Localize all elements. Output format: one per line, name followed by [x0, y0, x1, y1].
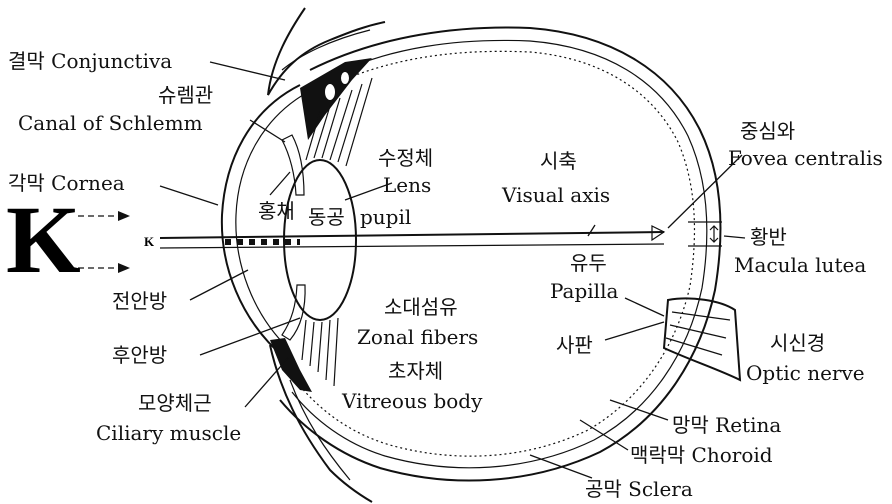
label-lens-en: Lens [383, 173, 431, 197]
labels: 결막 Conjunctiva 슈렘관 Canal of Schlemm 각막 C… [8, 49, 883, 501]
optical-axis-line [160, 244, 664, 248]
small-k-letter: K [144, 234, 155, 249]
label-macula-ko: 황반 [750, 225, 787, 249]
label-macula-en: Macula lutea [734, 253, 866, 277]
label-fovea-ko: 중심와 [740, 119, 795, 143]
big-k-letter: K [6, 186, 81, 293]
label-cornea: 각막 Cornea [8, 171, 125, 195]
label-zonal-ko: 소대섬유 [384, 295, 458, 319]
label-ciliary-ko: 모양체근 [138, 391, 212, 415]
label-fovea-en: Fovea centralis [728, 146, 883, 170]
leader-lines [160, 62, 745, 478]
label-sclera: 공막 Sclera [585, 477, 693, 501]
label-visual-axis-ko: 시축 [540, 149, 577, 173]
optic-nerve-inner [666, 312, 730, 355]
label-iris: 홍채 [258, 199, 295, 223]
label-ciliary-en: Ciliary muscle [96, 421, 241, 445]
label-schlemm-ko: 슈렘관 [158, 83, 213, 107]
lower-eyelid-inner [290, 380, 350, 480]
label-posterior-chamber: 후안방 [112, 343, 167, 367]
label-choroid: 맥락막 Choroid [630, 443, 773, 467]
label-pupil-ko: 동공 [308, 205, 345, 229]
label-retina: 망막 Retina [672, 413, 781, 437]
label-vitreous-en: Vitreous body [341, 389, 483, 413]
label-schlemm-en: Canal of Schlemm [18, 111, 203, 135]
label-lamina: 사판 [556, 333, 593, 357]
label-vitreous-ko: 초자체 [388, 359, 443, 383]
label-zonal-en: Zonal fibers [357, 325, 478, 349]
label-conjunctiva: 결막 Conjunctiva [8, 49, 172, 73]
label-optic-nerve-en: Optic nerve [746, 361, 865, 385]
lens-shape [284, 160, 356, 320]
label-pupil-en: pupil [360, 205, 411, 229]
label-optic-nerve-ko: 시신경 [770, 331, 825, 355]
zonal-fibers-bottom [302, 318, 338, 386]
label-visual-axis-en: Visual axis [501, 183, 610, 207]
label-lens-ko: 수정체 [378, 146, 433, 170]
optic-nerve [664, 298, 740, 380]
label-papilla-ko: 유두 [570, 251, 607, 275]
label-papilla-en: Papilla [550, 279, 618, 303]
label-anterior-chamber: 전안방 [112, 289, 167, 313]
